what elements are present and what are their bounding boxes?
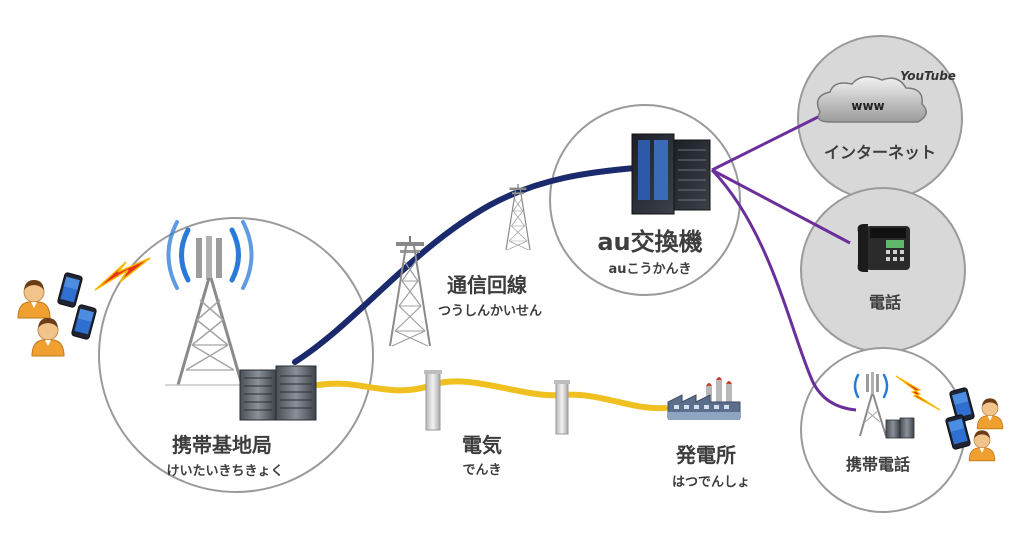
base-station-equipment-icon <box>239 365 317 421</box>
mobile-equipment-icon <box>885 417 915 439</box>
internet-label: インターネット <box>824 143 936 162</box>
base-station-label: 携帯基地局 <box>172 433 272 457</box>
power-pole-left-icon <box>424 370 442 431</box>
power-pole-right-icon <box>554 380 570 435</box>
mobile-phone-circle <box>800 347 966 513</box>
mobile-phone-label: 携帯電話 <box>846 455 910 474</box>
power-reading: でんき <box>462 463 501 478</box>
mobile-tower-icon <box>853 372 889 437</box>
left-users-icon <box>17 271 98 357</box>
exchange-internet-link <box>711 108 833 172</box>
right-lightning-icon <box>895 375 941 411</box>
cloud-text: www <box>851 99 884 113</box>
exchange-mobile-link <box>710 168 857 412</box>
youtube-text: YouTube <box>900 69 956 83</box>
exchange-server-icon <box>631 133 711 215</box>
left-lightning-icon <box>94 257 151 291</box>
power-plant-icon <box>667 377 741 420</box>
base-station-tower-icon <box>165 220 255 386</box>
exchange-telephone-link <box>711 168 851 245</box>
power-plant-label: 発電所 <box>675 443 736 467</box>
base-station-circle <box>98 217 374 493</box>
power-line <box>315 378 668 412</box>
power-plant-reading: はつでんしょ <box>672 475 750 490</box>
comm-line <box>292 165 638 365</box>
exchange-label: au交換機 <box>597 228 702 256</box>
cloud-icon <box>816 76 927 123</box>
power-label: 電気 <box>462 433 502 457</box>
exchange-reading: auこうかんき <box>608 262 691 277</box>
telephone-icon <box>857 224 910 272</box>
comm-line-reading: つうしんかいせん <box>438 304 542 319</box>
telephone-label: 電話 <box>869 293 901 312</box>
base-station-reading: けいたいきちきょく <box>166 464 283 479</box>
comm-line-label: 通信回線 <box>447 273 527 297</box>
